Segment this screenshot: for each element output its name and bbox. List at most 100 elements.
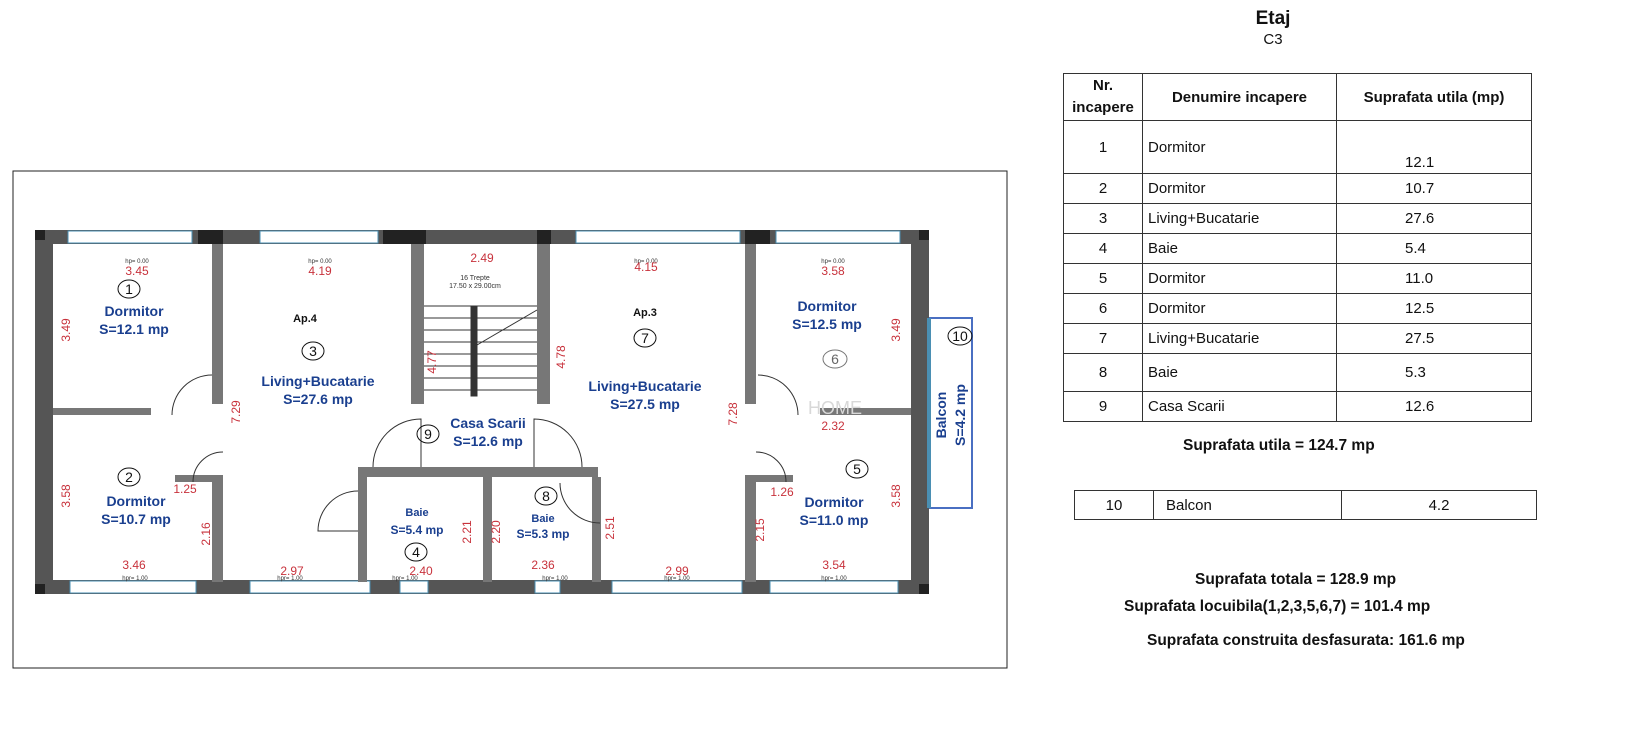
table-row: 1 Dormitor 12.1 (1063, 120, 1532, 174)
room-number: 8 (542, 488, 550, 504)
apartment-label: Ap.3 (633, 307, 657, 319)
plan-frame (12, 170, 1008, 669)
interior-walls (53, 244, 911, 582)
cell-name: Balcon (1153, 490, 1342, 520)
svg-text:hp= 0.00: hp= 0.00 (821, 259, 845, 265)
table-row: 3 Living+Bucatarie 27.6 (1063, 203, 1532, 234)
room-number: 6 (831, 351, 839, 367)
dim-label: 3.58 (889, 484, 903, 508)
room-area: S=27.5 mp (610, 396, 680, 412)
col-header-name: Denumire incapere (1142, 73, 1337, 121)
balcony-outline (929, 317, 973, 509)
dim-label: 2.21 (460, 520, 474, 544)
svg-text:hp= 0.00: hp= 0.00 (634, 259, 658, 265)
cell-area: 11.0 (1336, 263, 1532, 294)
room-name: Dormitor (804, 494, 864, 510)
height-labels: hp= 0.00 hp= 0.00 hp= 0.00 hp= 0.00 hpr=… (122, 259, 847, 582)
svg-text:hp= 0.00: hp= 0.00 (308, 259, 332, 265)
dim-label: 2.16 (199, 522, 213, 546)
cell-area: 4.2 (1341, 490, 1537, 520)
dimensions: 3.45 4.19 2.49 4.15 3.58 3.49 3.49 7.29 … (59, 251, 903, 578)
svg-text:hpr= 1.00: hpr= 1.00 (821, 576, 847, 582)
dim-label: 4.78 (554, 345, 568, 369)
cell-area: 12.5 (1336, 293, 1532, 324)
room-8: 8 Baie S=5.3 mp (516, 486, 570, 541)
dim-label: 3.58 (821, 264, 845, 278)
rooms-table: Nr. incapere Denumire incapere Suprafata… (1063, 73, 1532, 422)
svg-text:hpr= 1.00: hpr= 1.00 (122, 576, 148, 582)
room-area: S=5.3 mp (516, 527, 569, 541)
dim-label: 3.49 (889, 318, 903, 342)
col-header-area: Suprafata utila (mp) (1336, 73, 1532, 121)
dim-label: 2.15 (753, 518, 767, 542)
cell-nr: 9 (1063, 391, 1143, 422)
room-area: S=4.2 mp (952, 384, 968, 446)
room-1: 1 Dormitor S=12.1 mp (99, 279, 169, 337)
dim-label: 1.26 (770, 485, 794, 499)
dim-label: 4.15 (634, 260, 658, 274)
room-number: 5 (853, 461, 861, 477)
dim-label: 3.46 (122, 558, 146, 572)
stairs-note: 17.50 x 29.00cm (449, 283, 501, 290)
room-7: 7 Living+Bucatarie S=27.5 mp (588, 328, 702, 412)
dim-label: 4.19 (308, 264, 332, 278)
stairs-note: 16 Trepte (460, 275, 490, 282)
svg-text:hpr= 1.00: hpr= 1.00 (664, 576, 690, 582)
windows (67, 230, 901, 594)
cell-name: Dormitor (1142, 173, 1337, 204)
table-row: 4 Baie 5.4 (1063, 233, 1532, 264)
table-row: 10 Balcon 4.2 (1074, 490, 1537, 520)
room-number: 9 (424, 426, 432, 442)
dim-label: 2.99 (665, 564, 689, 578)
cell-name: Dormitor (1142, 120, 1337, 174)
cell-name: Living+Bucatarie (1142, 323, 1337, 354)
room-10: 10 Balcon S=4.2 mp (933, 326, 973, 446)
cell-nr: 10 (1074, 490, 1154, 520)
cell-nr: 1 (1063, 120, 1143, 174)
room-area: S=10.7 mp (101, 511, 171, 527)
dim-label: 4.77 (425, 350, 439, 374)
table-row: 8 Baie 5.3 (1063, 353, 1532, 392)
room-name: Baie (405, 507, 428, 519)
room-area: S=27.6 mp (283, 391, 353, 407)
room-area: S=5.4 mp (390, 523, 443, 537)
dim-label: 3.45 (125, 264, 149, 278)
dim-label: 2.97 (280, 564, 304, 578)
cell-area: 10.7 (1336, 173, 1532, 204)
cell-nr: 4 (1063, 233, 1143, 264)
dim-label: 1.25 (173, 482, 197, 496)
dim-label: 2.49 (470, 251, 494, 265)
cell-area: 5.4 (1336, 233, 1532, 264)
room-9: 9 Casa Scarii S=12.6 mp (416, 415, 526, 449)
cell-name: Casa Scarii (1142, 391, 1337, 422)
page-subtitle: C3 (1263, 31, 1283, 48)
cell-nr: 3 (1063, 203, 1143, 234)
room-number: 10 (952, 328, 968, 344)
cell-area: 27.5 (1336, 323, 1532, 354)
room-name: Living+Bucatarie (261, 373, 374, 389)
room-name: Living+Bucatarie (588, 378, 701, 394)
room-2: 2 Dormitor S=10.7 mp (101, 467, 171, 527)
stairs (424, 305, 538, 397)
cell-nr: 8 (1063, 353, 1143, 392)
usable-area-total: Suprafata utila = 124.7 mp (1183, 437, 1375, 454)
cell-name: Living+Bucatarie (1142, 203, 1337, 234)
room-name: Baie (531, 513, 554, 525)
dim-label: 3.58 (59, 484, 73, 508)
watermark: HOME (808, 398, 862, 418)
room-number: 7 (641, 330, 649, 346)
room-name: Dormitor (106, 493, 166, 509)
svg-text:hpr= 1.00: hpr= 1.00 (277, 576, 303, 582)
table-row: 5 Dormitor 11.0 (1063, 263, 1532, 294)
habitable-area: Suprafata locuibila(1,2,3,5,6,7) = 101.4… (1124, 598, 1431, 615)
room-4: Baie S=5.4 mp 4 (390, 507, 444, 562)
dim-label: 3.49 (59, 318, 73, 342)
cell-name: Baie (1142, 353, 1337, 392)
room-name: Balcon (933, 392, 949, 439)
apartment-label: Ap.4 (293, 313, 318, 325)
cell-nr: 2 (1063, 173, 1143, 204)
dim-label: 2.20 (489, 520, 503, 544)
dim-label: 2.51 (603, 516, 617, 540)
room-name: Casa Scarii (450, 415, 526, 431)
cell-nr: 7 (1063, 323, 1143, 354)
